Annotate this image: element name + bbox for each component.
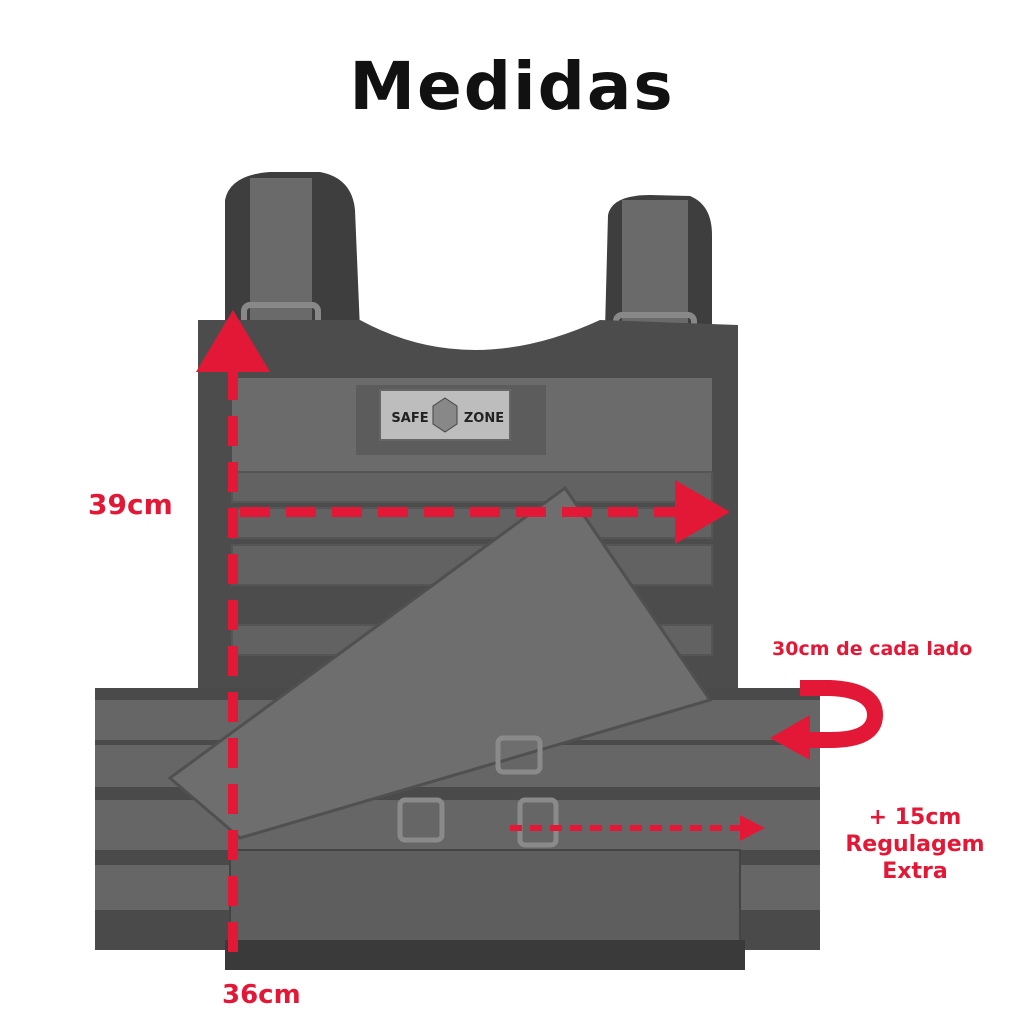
front-flap xyxy=(229,849,741,946)
width-label: 36cm xyxy=(222,980,301,1010)
brand-patch-right: ZONE xyxy=(464,411,504,426)
extra-adjustment-label: + 15cm Regulagem Extra xyxy=(820,804,1010,885)
brand-patch-left: SAFE xyxy=(391,411,428,426)
extra-line-3: Extra xyxy=(882,859,948,884)
height-label: 39cm xyxy=(88,488,173,521)
wrap-arrow-icon xyxy=(770,680,884,760)
extra-line-1: + 15cm xyxy=(868,805,962,830)
page-title: Medidas xyxy=(349,48,675,125)
side-label: 30cm de cada lado xyxy=(772,638,973,660)
extra-arrow-icon xyxy=(510,815,765,841)
brand-logo-icon xyxy=(432,397,458,433)
height-arrow-icon xyxy=(196,310,270,960)
diagonal-placard xyxy=(167,485,713,840)
buckles-icon xyxy=(397,735,559,848)
extra-line-2: Regulagem xyxy=(845,832,985,857)
width-arrow-icon xyxy=(240,480,730,544)
